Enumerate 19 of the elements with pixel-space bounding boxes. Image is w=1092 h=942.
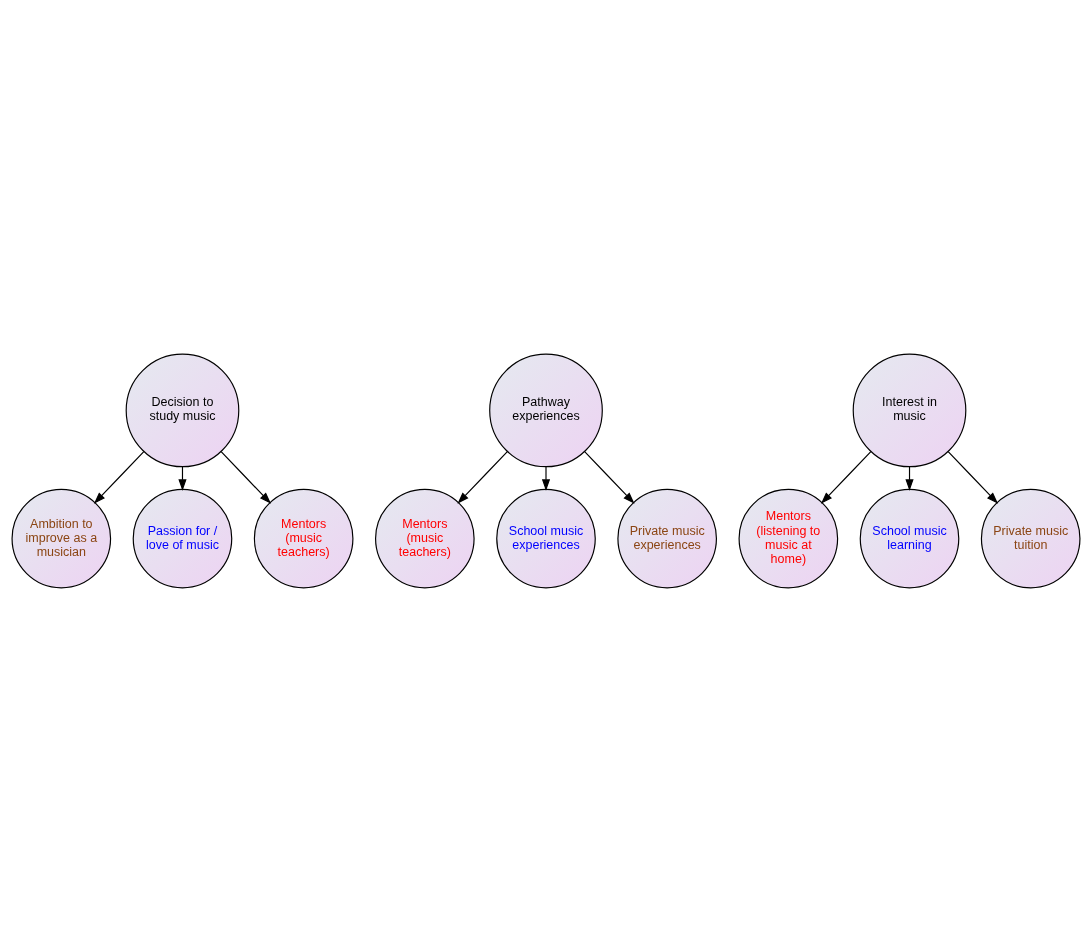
arrow — [93, 451, 145, 504]
node-circle: Decision to study music — [125, 353, 240, 468]
node-circle: Passion for / love of music — [132, 488, 233, 589]
node-circle: Mentors (music teachers) — [375, 488, 475, 589]
arrow — [584, 451, 635, 504]
node-circle: Private music tuition — [980, 488, 1081, 589]
node-circle: School music learning — [859, 488, 960, 589]
arrow — [541, 466, 551, 492]
node-circle: Mentors (music teachers) — [253, 488, 354, 589]
node-circle: Private music experiences — [617, 488, 717, 589]
node-circle: Interest in music — [852, 353, 967, 468]
arrow — [457, 451, 508, 504]
node-circle: Ambition to improve as a musician — [11, 488, 112, 589]
node-circle: School music experiences — [496, 488, 596, 589]
arrow — [820, 451, 872, 504]
arrow — [947, 451, 999, 504]
node-circle: Mentors (listening to music at home) — [738, 488, 839, 589]
node-circle: Pathway experiences — [489, 353, 603, 468]
arrow — [220, 451, 272, 504]
